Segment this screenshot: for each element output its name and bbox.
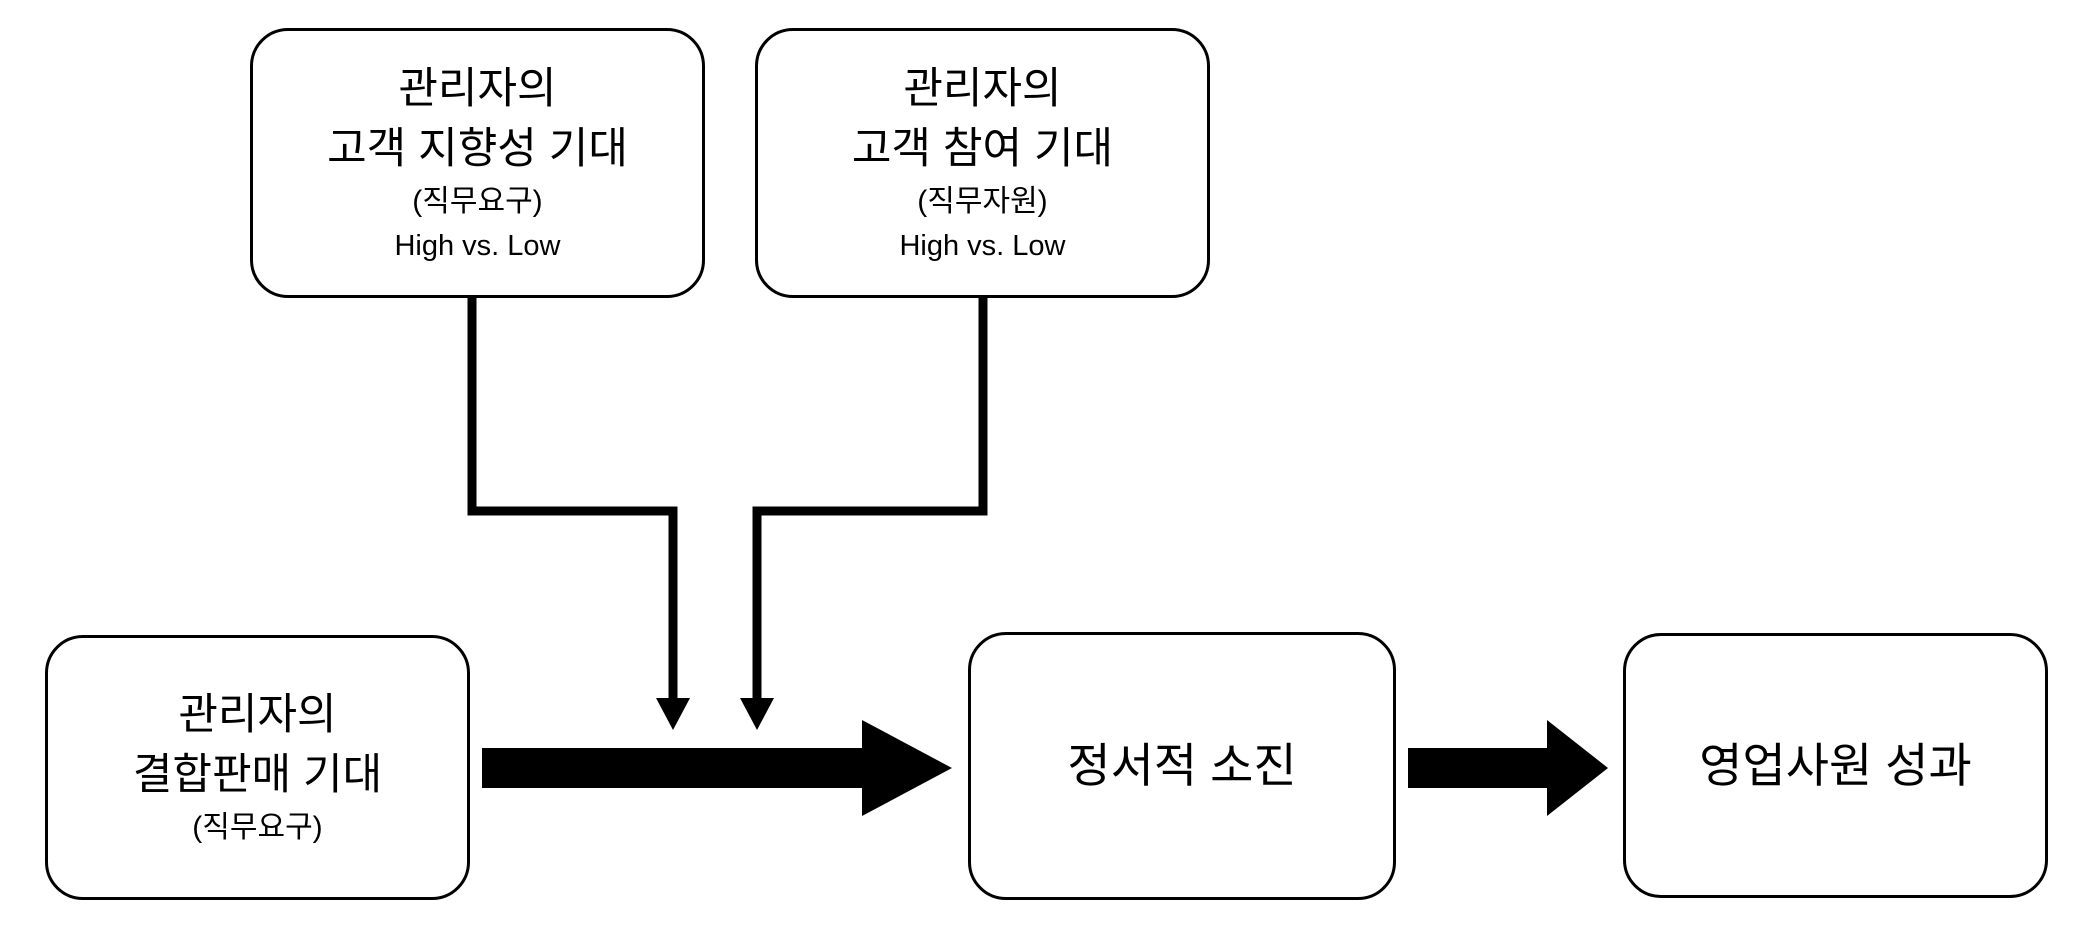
thick-right-arrow-icon (482, 720, 952, 816)
moderation-arrow-right (740, 296, 988, 730)
box-outcome-salesperson-performance: 영업사원 성과 (1623, 633, 2048, 898)
box-antecedent-cross-selling-expectation: 관리자의 결합판매 기대 (직무요구) (45, 635, 470, 900)
box-subline: (직무요구) (192, 810, 323, 844)
box-subline: (직무자원) (917, 185, 1048, 218)
arrowhead-down-icon (740, 698, 774, 730)
thick-right-arrow-icon (1408, 720, 1608, 816)
box-subline: High vs. Low (899, 230, 1066, 262)
main-arrow-mediator-to-outcome (1408, 720, 1608, 816)
box-line: 고객 지향성 기대 (327, 125, 628, 173)
box-line: 관리자의 (903, 65, 1062, 113)
box-moderator-customer-participation: 관리자의 고객 참여 기대 (직무자원) High vs. Low (755, 28, 1210, 298)
box-mediator-emotional-exhaustion: 정서적 소진 (968, 632, 1396, 900)
arrowhead-down-icon (656, 698, 690, 730)
box-line: 관리자의 (178, 690, 337, 739)
box-line: 고객 참여 기대 (851, 125, 1114, 173)
box-line: 관리자의 (398, 65, 557, 113)
moderation-arrow-left (467, 296, 690, 730)
main-arrow-antecedent-to-mediator (482, 720, 952, 816)
box-subline: High vs. Low (394, 230, 561, 262)
box-subline: (직무요구) (412, 185, 543, 218)
box-moderator-customer-orientation: 관리자의 고객 지향성 기대 (직무요구) High vs. Low (250, 28, 705, 298)
box-label: 정서적 소진 (1067, 739, 1297, 792)
box-label: 영업사원 성과 (1699, 738, 1972, 792)
box-line: 결합판매 기대 (132, 750, 383, 799)
